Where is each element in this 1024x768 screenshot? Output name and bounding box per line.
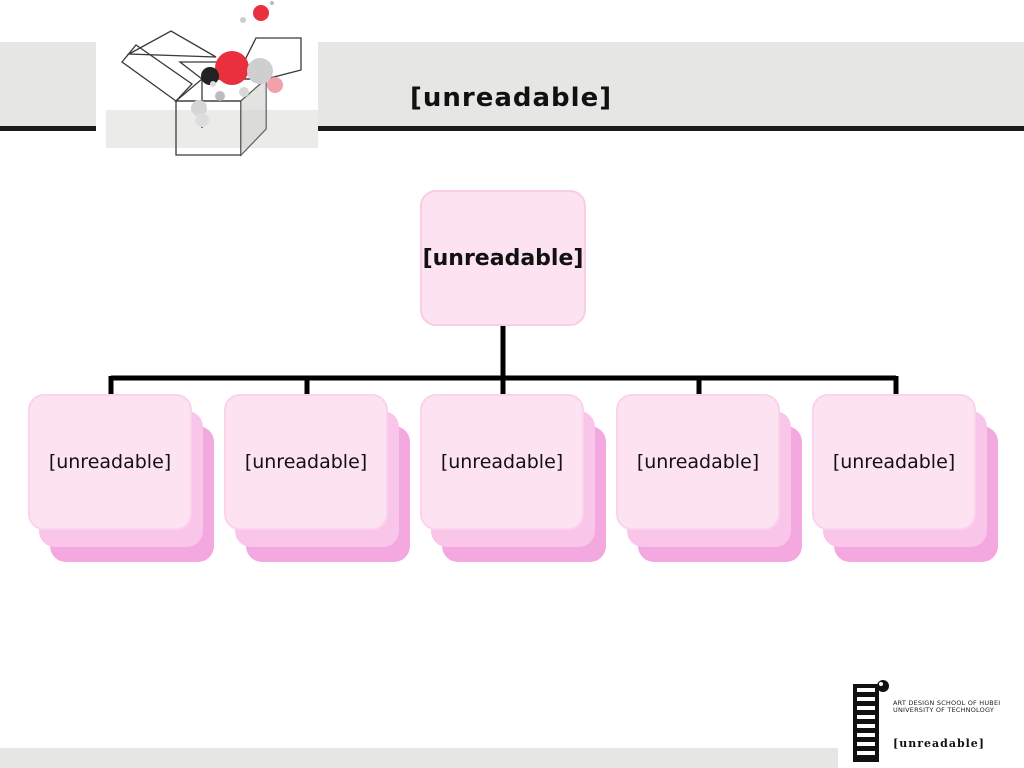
page-title: [unreadable]: [410, 83, 613, 113]
child-node-4: [unreadable]: [616, 394, 780, 530]
child-node-group: [unreadable]: [224, 394, 410, 564]
open-box-with-dots-icon: [106, 1, 318, 157]
child-node-2: [unreadable]: [224, 394, 388, 530]
child-node-group: [unreadable]: [28, 394, 214, 564]
root-node: [unreadable]: [420, 190, 586, 326]
footer-band: [0, 748, 1024, 768]
ladder-building-icon: [853, 680, 889, 762]
school-name-chinese: [unreadable]: [893, 737, 986, 750]
child-node-1: [unreadable]: [28, 394, 192, 530]
child-node-group: [unreadable]: [420, 394, 606, 564]
child-node-group: [unreadable]: [812, 394, 998, 564]
child-node-3: [unreadable]: [420, 394, 584, 530]
child-node-group: [unreadable]: [616, 394, 802, 564]
child-node-5: [unreadable]: [812, 394, 976, 530]
school-name-english: ART DESIGN SCHOOL OF HUBEI UNIVERSITY OF…: [893, 699, 1001, 714]
header-rule: [0, 126, 1024, 131]
red-dot-small: [253, 5, 269, 21]
